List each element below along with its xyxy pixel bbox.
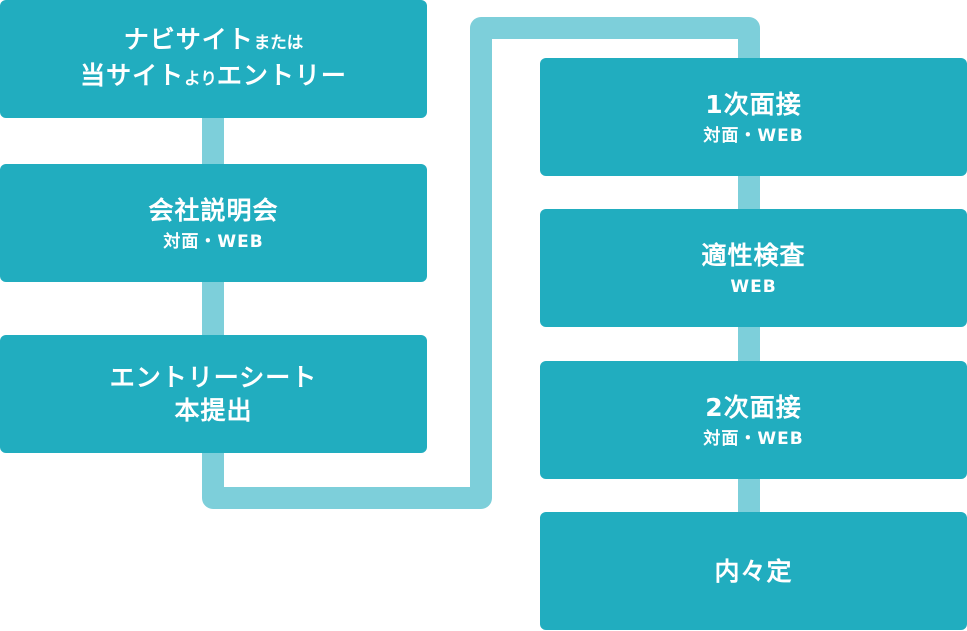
step-entry-title-line2: 当サイトよりエントリー <box>80 59 347 95</box>
step-informal-offer-title: 内々定 <box>714 556 793 586</box>
connector-3-4 <box>202 17 760 509</box>
step-entry-sheet-title-line1: エントリーシート <box>109 363 318 392</box>
step-entry-sheet: エントリーシート 本提出 <box>0 335 427 453</box>
connector-2-3 <box>202 274 224 343</box>
connector-5-6 <box>738 319 760 369</box>
connector-6-7 <box>738 471 760 520</box>
step-informal-offer: 内々定 <box>540 512 967 630</box>
step-second-interview-sub: 対面・WEB <box>703 428 804 449</box>
connector-1-2 <box>202 110 224 172</box>
step-company-briefing-sub: 対面・WEB <box>163 231 264 252</box>
step-first-interview-sub: 対面・WEB <box>703 125 804 146</box>
step-entry-title-line1-small: または <box>253 33 304 52</box>
step-entry-sheet-title-line2: 本提出 <box>174 396 253 425</box>
step-second-interview-title: 2次面接 <box>705 392 802 422</box>
step-entry-title: ナビサイトまたは 当サイトよりエントリー <box>80 23 347 95</box>
step-entry-title-line1: ナビサイトまたは <box>80 23 347 59</box>
step-company-briefing: 会社説明会 対面・WEB <box>0 164 427 282</box>
step-first-interview: 1次面接 対面・WEB <box>540 58 967 176</box>
step-entry-title-line1-main: ナビサイト <box>123 25 254 54</box>
step-entry-title-line2-main: 当サイト <box>80 61 185 90</box>
step-entry-sheet-title: エントリーシート 本提出 <box>110 361 318 427</box>
step-entry-title-line2-end: エントリー <box>216 61 347 90</box>
step-aptitude-test-title: 適性検査 <box>701 240 806 270</box>
connector-4-5 <box>738 168 760 217</box>
step-entry-title-line2-small: より <box>184 69 217 88</box>
step-second-interview: 2次面接 対面・WEB <box>540 361 967 479</box>
step-first-interview-title: 1次面接 <box>705 89 802 119</box>
step-entry: ナビサイトまたは 当サイトよりエントリー <box>0 0 427 118</box>
step-company-briefing-title: 会社説明会 <box>148 195 279 225</box>
step-aptitude-test: 適性検査 WEB <box>540 209 967 327</box>
step-aptitude-test-sub: WEB <box>730 276 777 297</box>
